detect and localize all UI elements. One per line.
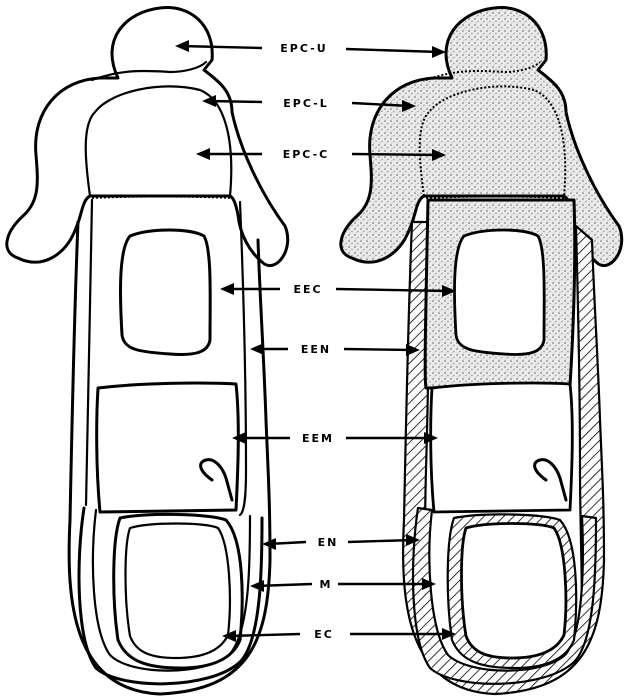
label-eem: EEM [302, 432, 334, 445]
left-eem-box [97, 383, 239, 512]
label-m: M [320, 578, 333, 591]
label-epc-l: EPC-L [283, 97, 328, 110]
left-body-inner [86, 200, 92, 505]
right-embryo [341, 8, 622, 694]
left-eem-bud [201, 460, 232, 500]
label-eec: EEC [293, 283, 322, 296]
label-epc-c: EPC-C [283, 148, 330, 161]
label-ec: EC [314, 628, 334, 641]
left-right-inner [240, 202, 246, 515]
right-u-cavity [462, 524, 566, 659]
left-epc-outline [7, 8, 288, 266]
arrow-epc-u: EPC-U [175, 40, 446, 58]
left-eec-cavity [120, 230, 210, 354]
arrow-een: EEN [250, 343, 420, 356]
left-body-outer [69, 222, 270, 694]
arrow-en: EN [262, 534, 420, 550]
right-eem-box [431, 383, 573, 512]
label-een: EEN [301, 343, 331, 356]
right-eec-cavity [454, 230, 544, 354]
left-u-cavity [126, 524, 230, 659]
label-en: EN [318, 536, 339, 549]
left-embryo [7, 8, 288, 694]
label-epc-u: EPC-U [280, 42, 327, 55]
